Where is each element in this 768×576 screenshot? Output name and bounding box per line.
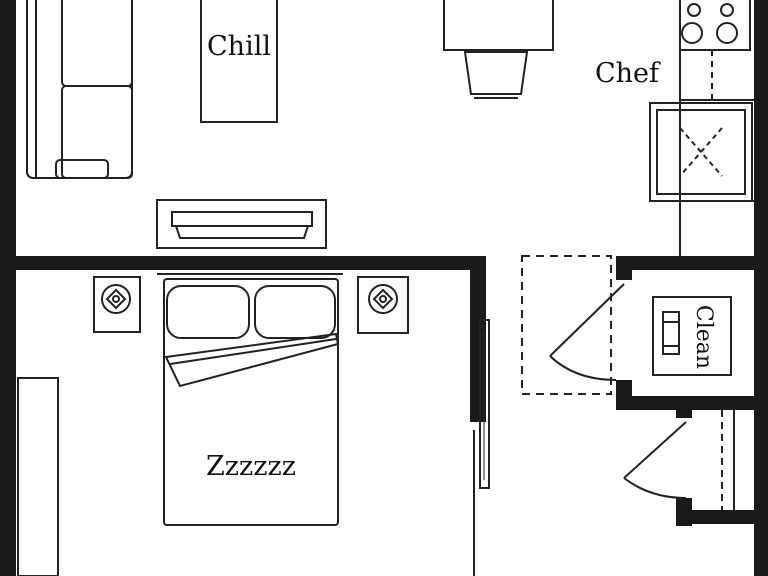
bed <box>163 278 339 526</box>
laundry-door-jamb-top <box>616 256 632 280</box>
sink-diagonal <box>679 127 723 177</box>
kitchen-sink-basin <box>656 109 746 195</box>
lamp-icon <box>101 284 131 314</box>
nightstand-right <box>357 276 409 334</box>
washer-panel <box>662 311 680 355</box>
laundry-label: Clean <box>691 305 716 369</box>
media-console-frame <box>156 199 327 249</box>
tv-stand <box>174 225 310 239</box>
burner-icon <box>687 3 701 17</box>
coffee-table <box>200 0 278 123</box>
bath-bottom-wall <box>676 510 768 524</box>
pillow-right <box>254 285 336 339</box>
living-room-label: Chill <box>207 31 271 62</box>
bed-cover-line <box>169 338 337 365</box>
kitchen <box>649 0 754 256</box>
bath-door-jamb-top <box>676 396 692 418</box>
bedroom-right-wall <box>470 256 486 422</box>
burner-icon <box>720 3 734 17</box>
bedroom-label: Zzzzzz <box>206 451 296 482</box>
lamp-dot <box>379 295 387 303</box>
washer <box>652 296 732 376</box>
laundry-door-swing <box>549 355 617 381</box>
right-exterior-wall <box>754 0 768 576</box>
kitchen-label: Chef <box>595 58 661 89</box>
lamp-diamond <box>105 288 127 310</box>
left-exterior-wall <box>0 0 16 576</box>
laundry-top-wall <box>616 256 768 270</box>
bedroom <box>17 273 490 576</box>
laundry-door <box>549 283 625 357</box>
lamp-dot <box>112 295 120 303</box>
dining-table <box>443 0 554 51</box>
burner-icon <box>681 22 703 44</box>
laundry <box>521 255 732 395</box>
bath-door <box>623 421 687 479</box>
lamp-icon <box>368 284 398 314</box>
dining-set <box>443 0 554 99</box>
pillow-left <box>166 285 250 339</box>
sofa-armrest <box>55 159 109 179</box>
sliding-door <box>479 319 490 489</box>
cooktop <box>679 0 751 51</box>
bed-cover-fold <box>164 332 340 388</box>
bath-entry <box>623 410 735 510</box>
burner-icon <box>716 22 738 44</box>
nightstand-left <box>93 276 141 333</box>
bath-door-swing <box>623 477 687 499</box>
lamp-diamond <box>372 288 394 310</box>
dining-chair <box>463 51 529 95</box>
bedroom-top-wall <box>0 256 486 270</box>
closet-outline <box>521 255 612 395</box>
sofa <box>26 0 133 179</box>
media-console <box>156 199 327 249</box>
dresser <box>17 377 59 576</box>
